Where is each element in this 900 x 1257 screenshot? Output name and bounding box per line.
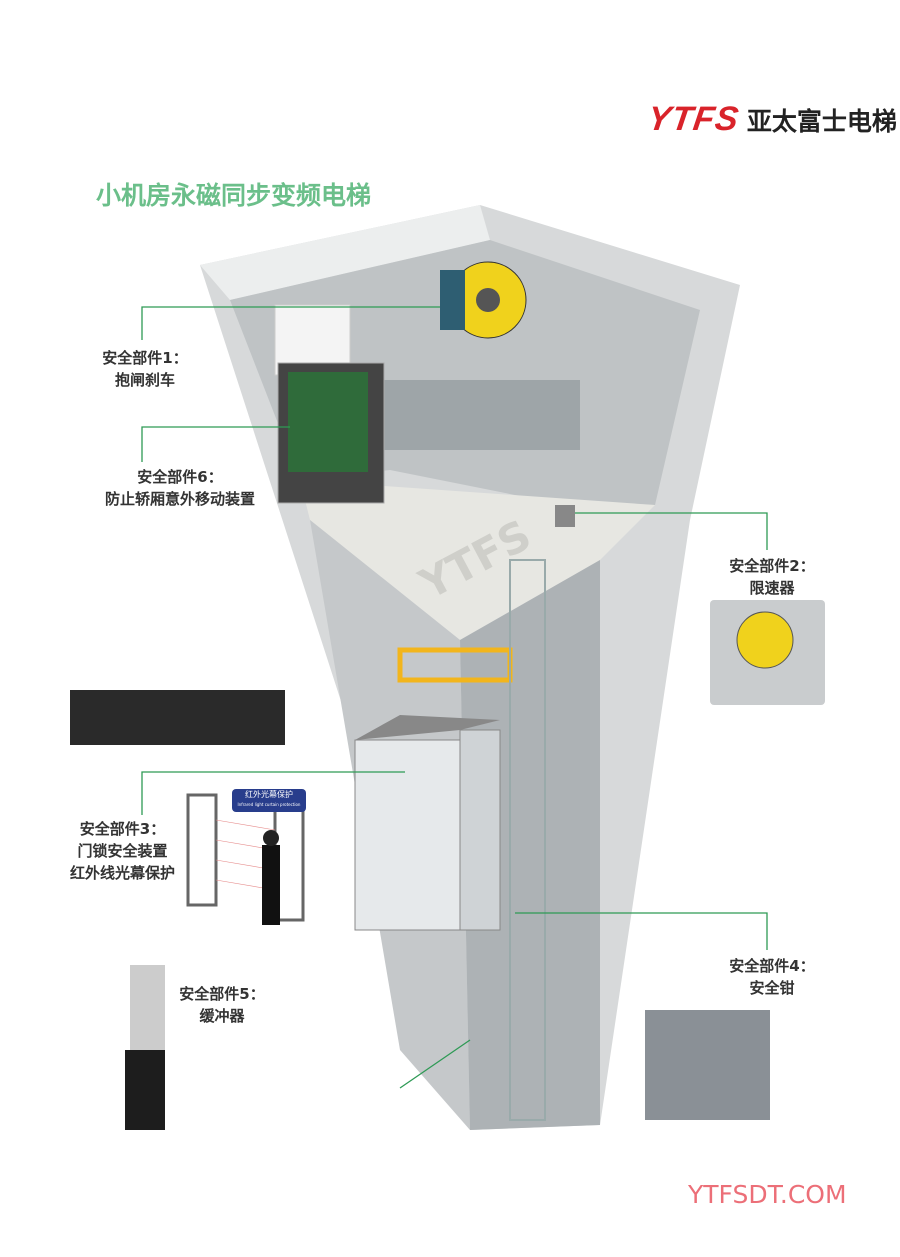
label-name: 安全部件2： bbox=[729, 557, 815, 575]
label-desc: 缓冲器 bbox=[199, 1007, 245, 1025]
light-curtain-badge: 红外光幕保护 Infrared light curtain protection bbox=[232, 789, 306, 812]
label-desc: 抱闸刹车 bbox=[114, 371, 175, 389]
logo-text: 亚太富士电梯 bbox=[746, 106, 897, 136]
governor-mark bbox=[555, 505, 575, 527]
label-name: 安全部件5： bbox=[179, 985, 265, 1003]
label-desc: 红外线光幕保护 bbox=[69, 864, 175, 882]
brand-logo: YTFS 亚太富士电梯 bbox=[645, 100, 897, 139]
label-name: 安全部件6： bbox=[137, 468, 223, 486]
label-part-5: 安全部件5： 缓冲器 bbox=[172, 983, 272, 1027]
label-part-1: 安全部件1： 抱闸刹车 bbox=[100, 347, 190, 391]
badge-title: 红外光幕保护 bbox=[245, 790, 293, 799]
safety-gear-photo bbox=[645, 1010, 770, 1120]
label-name: 安全部件1： bbox=[102, 349, 188, 367]
website-link[interactable]: YTFSDT.COM bbox=[688, 1180, 847, 1209]
label-desc: 门锁安全装置 bbox=[77, 842, 168, 860]
label-desc: 防止轿厢意外移动装置 bbox=[104, 490, 255, 508]
light-curtain-photo bbox=[186, 793, 218, 907]
leader-lines bbox=[141, 306, 768, 1089]
label-part-4: 安全部件4： 安全钳 bbox=[722, 955, 822, 999]
label-part-6: 安全部件6： 防止轿厢意外移动装置 bbox=[80, 466, 280, 510]
label-name: 安全部件4： bbox=[729, 957, 815, 975]
page-title: 小机房永磁同步变频电梯 bbox=[96, 181, 372, 210]
label-part-2: 安全部件2： 限速器 bbox=[722, 555, 822, 599]
logo-mark: YTFS bbox=[645, 100, 742, 138]
elevator-car bbox=[354, 739, 461, 931]
badge-subtitle: Infrared light curtain protection bbox=[237, 802, 301, 807]
label-desc: 限速器 bbox=[749, 579, 795, 597]
door-operator-photo bbox=[70, 690, 285, 745]
label-desc: 安全钳 bbox=[749, 979, 795, 997]
label-name: 安全部件3： bbox=[79, 820, 166, 838]
label-part-3: 安全部件3： 门锁安全装置红外线光幕保护 bbox=[55, 818, 190, 884]
